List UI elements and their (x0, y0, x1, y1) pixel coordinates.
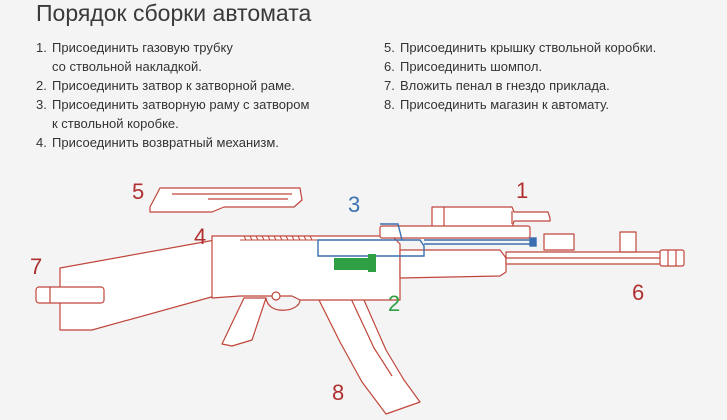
step-text: Присоединить возвратный механизм. (52, 135, 279, 150)
step-text: Вложить пенал в гнездо приклада. (400, 78, 610, 93)
step-number: 6. (384, 59, 395, 74)
callout-label-7: 7 (30, 254, 42, 279)
trigger-guard (265, 297, 301, 311)
step-number: 2. (36, 78, 47, 93)
step-text: Присоединить затворную раму с затвором (52, 97, 310, 112)
callout-label-2: 2 (388, 291, 400, 316)
return-spring-part (240, 235, 320, 241)
step-item: 8. Присоединить магазин к автомату. (384, 95, 714, 114)
step-text: Присоединить газовую трубку (52, 40, 233, 55)
callout-label-5: 5 (132, 179, 144, 204)
rear-sight (543, 233, 575, 251)
callout-label-1: 1 (516, 178, 528, 203)
step-number: 8. (384, 97, 395, 112)
receiver-cover-part (149, 187, 303, 213)
step-text: Присоединить шомпол. (400, 59, 543, 74)
callout-label-3: 3 (348, 192, 360, 217)
magazine-part (313, 281, 421, 415)
step-text-cont: со ствольной накладкой. (52, 59, 202, 74)
step-number: 3. (36, 97, 47, 112)
step-text: Присоединить магазин к автомату. (400, 97, 609, 112)
step-text-cont: к ствольной коробке. (52, 116, 179, 131)
step-text: Присоединить крышку ствольной коробки. (400, 40, 657, 55)
gas-tube-part (431, 206, 551, 229)
pistol-grip (221, 297, 267, 347)
muzzle-brake (659, 249, 685, 267)
step-number: 1. (36, 40, 47, 55)
callout-label-8: 8 (332, 380, 344, 405)
step-item: 2. Присоединить затвор к затворной раме. (36, 76, 366, 95)
front-sight-block (619, 231, 637, 253)
step-number: 5. (384, 40, 395, 55)
steps-list-left: 1. Присоединить газовую трубку со ствольно… (36, 38, 366, 152)
step-item: 6. Присоединить шомпол. (384, 57, 714, 76)
bolt-part (334, 254, 376, 272)
bolt-carrier-part (317, 223, 537, 257)
step-number: 4. (36, 135, 47, 150)
stock (59, 239, 216, 331)
step-item: 5. Присоединить крышку ствольной коробки. (384, 38, 714, 57)
step-number: 7. (384, 78, 395, 93)
step-item: 1. Присоединить газовую трубку со ствольно… (36, 38, 366, 76)
cleaning-kit-part (35, 286, 105, 304)
callout-label-6: 6 (632, 280, 644, 305)
handguard (399, 249, 507, 279)
steps-list-right: 5. Присоединить крышку ствольной коробки.… (384, 38, 714, 114)
diagram-title: Порядок сборки автомата (36, 0, 312, 26)
step-item: 3. Присоединить затворную раму с затвором… (36, 95, 366, 133)
step-item: 7. Вложить пенал в гнездо приклада. (384, 76, 714, 95)
step-item: 4. Присоединить возвратный механизм. (36, 133, 366, 152)
callout-label-4: 4 (194, 224, 206, 249)
step-text: Присоединить затвор к затворной раме. (52, 78, 295, 93)
